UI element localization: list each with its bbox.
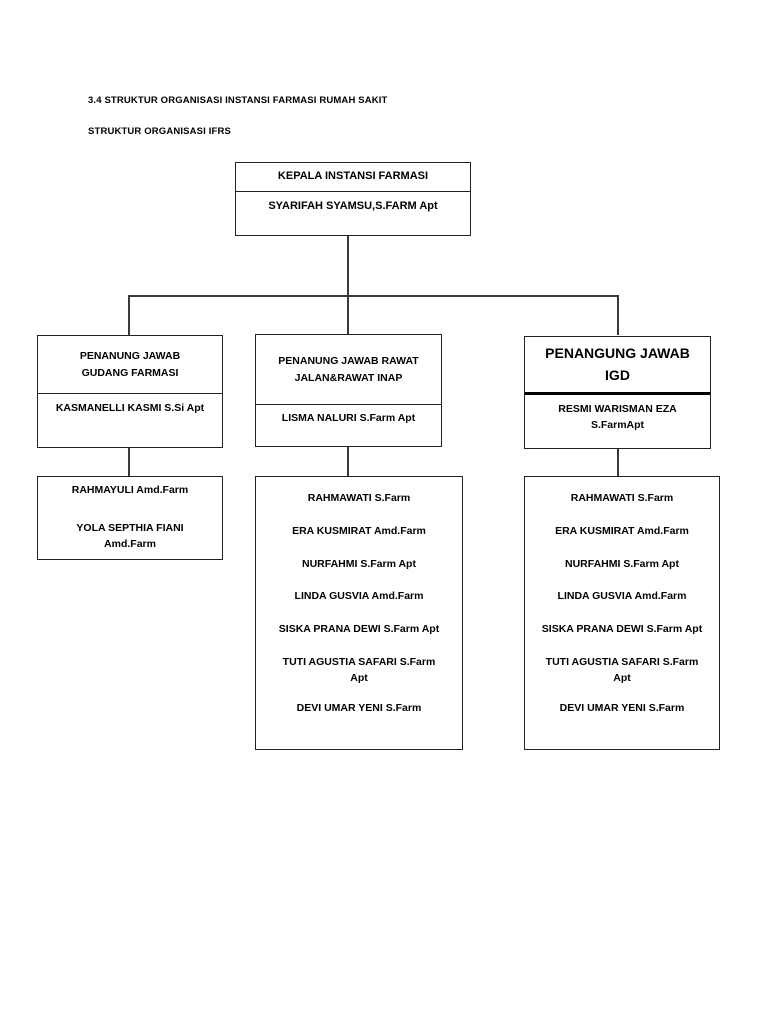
node-body: KASMANELLI KASMI S.Si Apt <box>38 394 222 447</box>
node-title: PENANGUNG JAWAB IGD <box>525 337 710 395</box>
staff-list-item: DEVI UMAR YENI S.Farm <box>296 702 422 715</box>
node-person-name: LISMA NALURI S.Farm Apt <box>281 412 416 424</box>
connector-gudang-to-staff <box>128 448 130 476</box>
node-body: SYARIFAH SYAMSU,S.FARM Apt <box>236 192 470 235</box>
connector-rawat-to-staff <box>347 447 349 476</box>
node-body: LISMA NALURI S.Farm Apt <box>256 405 441 446</box>
node-person-name: SYARIFAH SYAMSU,S.FARM Apt <box>268 200 438 212</box>
node-person-name: KASMANELLI KASMI S.Si Apt <box>55 402 205 414</box>
node-penanggung-jawab-rawat-jalan-inap[interactable]: PENANUNG JAWAB RAWAT JALAN&RAWAT INAP LI… <box>255 334 442 447</box>
staff-list-item: RAHMAWATI S.Farm <box>570 492 674 504</box>
connector-drop-igd <box>617 295 619 335</box>
connector-drop-rawat <box>347 295 349 335</box>
node-title-line-1: PENANUNG JAWAB <box>79 350 181 363</box>
staff-list-item: LINDA GUSVIA Amd.Farm <box>294 590 424 603</box>
staff-list-item: ERA KUSMIRAT Amd.Farm <box>555 524 689 537</box>
node-title: PENANUNG JAWAB GUDANG FARMASI <box>38 336 222 394</box>
staff-list-item: SISKA PRANA DEWI S.Farm Apt <box>278 623 440 635</box>
connector-root-stem <box>347 235 349 296</box>
node-penanggung-jawab-igd[interactable]: PENANGUNG JAWAB IGD RESMI WARISMAN EZA S… <box>524 336 711 449</box>
node-person-name-line-2: S.FarmApt <box>590 419 645 432</box>
node-body: RESMI WARISMAN EZA S.FarmApt <box>525 395 710 448</box>
staff-box-rawat-jalan-inap[interactable]: RAHMAWATI S.Farm ERA KUSMIRAT Amd.Farm N… <box>255 476 463 750</box>
staff-list-item: DEVI UMAR YENI S.Farm <box>559 702 685 715</box>
node-person-name-line-1: RESMI WARISMAN EZA <box>558 403 677 415</box>
node-penanggung-jawab-gudang-farmasi[interactable]: PENANUNG JAWAB GUDANG FARMASI KASMANELLI… <box>37 335 223 448</box>
node-title-line-1: PENANUNG JAWAB RAWAT <box>278 355 419 368</box>
staff-list-item: RAHMAWATI S.Farm <box>307 492 411 504</box>
staff-list-item: NURFAHMI S.Farm Apt <box>565 557 679 570</box>
section-heading: 3.4 STRUKTUR ORGANISASI INSTANSI FARMASI… <box>88 95 388 106</box>
staff-list-item: YOLA SEPTHIA FIANI Amd.Farm <box>76 522 184 550</box>
connector-drop-gudang <box>128 295 130 335</box>
staff-list-item: LINDA GUSVIA Amd.Farm <box>557 590 687 603</box>
staff-box-igd[interactable]: RAHMAWATI S.Farm ERA KUSMIRAT Amd.Farm N… <box>524 476 720 750</box>
node-kepala-instansi-farmasi[interactable]: KEPALA INSTANSI FARMASI SYARIFAH SYAMSU,… <box>235 162 471 236</box>
chart-heading: STRUKTUR ORGANISASI IFRS <box>88 126 231 137</box>
staff-list-item: RAHMAYULI Amd.Farm <box>71 484 189 497</box>
node-title: KEPALA INSTANSI FARMASI <box>236 163 470 192</box>
connector-igd-to-staff <box>617 449 619 476</box>
node-title: PENANUNG JAWAB RAWAT JALAN&RAWAT INAP <box>256 335 441 405</box>
staff-box-gudang-farmasi[interactable]: RAHMAYULI Amd.Farm YOLA SEPTHIA FIANI Am… <box>37 476 223 560</box>
staff-list-item: SISKA PRANA DEWI S.Farm Apt <box>541 623 703 635</box>
node-title-line-1: PENANGUNG JAWAB <box>545 344 690 361</box>
staff-list-item: NURFAHMI S.Farm Apt <box>302 557 416 570</box>
node-title-line-2: GUDANG FARMASI <box>81 366 179 379</box>
node-title-line-2: IGD <box>605 366 630 383</box>
node-title-line-2: JALAN&RAWAT INAP <box>294 371 403 384</box>
staff-list-item: TUTI AGUSTIA SAFARI S.Farm Apt <box>545 655 699 684</box>
staff-list-item: ERA KUSMIRAT Amd.Farm <box>292 524 426 537</box>
node-title-line: KEPALA INSTANSI FARMASI <box>277 170 429 183</box>
connector-horizontal-bus <box>128 295 618 297</box>
staff-list-item: TUTI AGUSTIA SAFARI S.Farm Apt <box>282 655 436 684</box>
